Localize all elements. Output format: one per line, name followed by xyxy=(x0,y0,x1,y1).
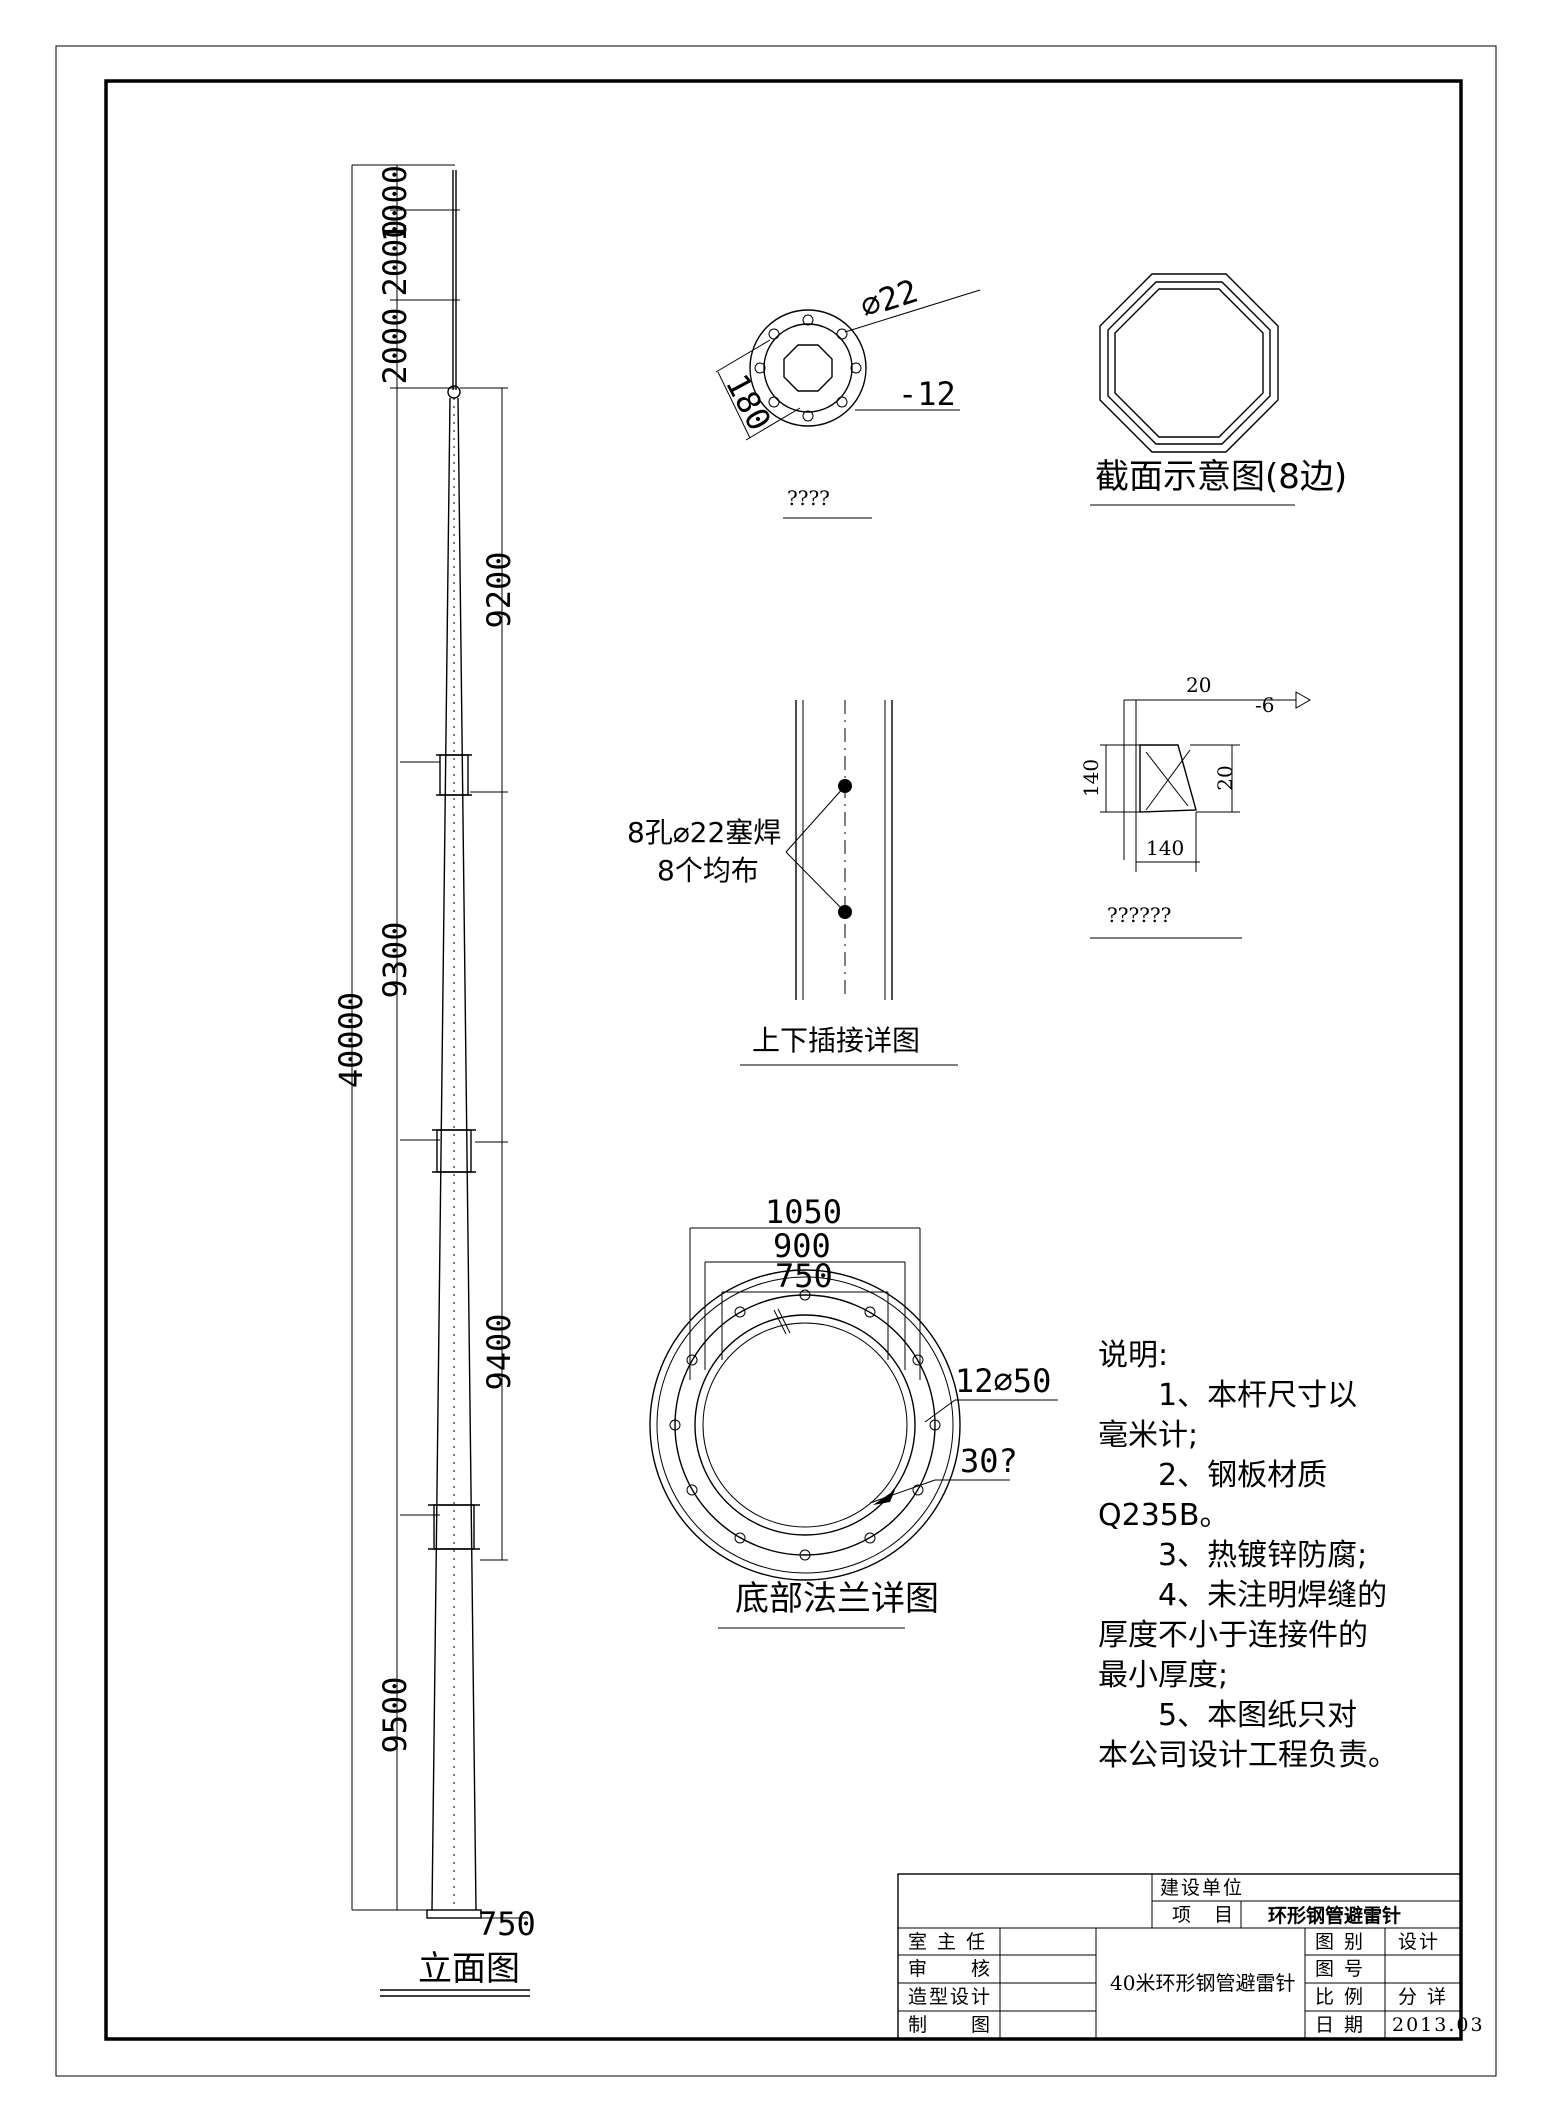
dim-9300: 9300 xyxy=(376,921,414,998)
drawing-name: 40米环形钢管避雷针 xyxy=(1110,1971,1295,1995)
bolt-holes-label: 12⌀50 xyxy=(955,1362,1051,1400)
note-line-4: Q235B。 xyxy=(1098,1498,1229,1533)
plate-label-12: -12 xyxy=(898,375,956,413)
dim-9400: 9400 xyxy=(480,1313,518,1390)
dim-750: 750 xyxy=(775,1257,833,1295)
elevation-view: 1000 2000 2000 40000 9300 9500 9200 9400… xyxy=(332,164,536,1997)
stiffener-plate: -6 xyxy=(1255,693,1274,717)
stiffener-detail: 20 -6 20 140 140 ?????? xyxy=(1079,673,1312,939)
splice-note-line2: 8个均布 xyxy=(657,854,759,887)
role-review: 审 核 xyxy=(908,1958,992,1980)
elevation-title: 立面图 xyxy=(418,1949,520,1989)
note-line-3: 2、钢板材质 xyxy=(1158,1458,1327,1493)
notes-block: 说明: 1、本杆尺寸以 毫米计; 2、钢板材质 Q235B。 3、热镀锌防腐; … xyxy=(1098,1338,1398,1773)
value-scale: 分 详 xyxy=(1398,1986,1448,2008)
note-line-10: 本公司设计工程负责。 xyxy=(1098,1738,1398,1773)
owner-label: 建设单位 xyxy=(1160,1877,1244,1899)
base-plate xyxy=(426,1909,482,1919)
project-value: 环形钢管避雷针 xyxy=(1268,1904,1401,1927)
project-label: 项 目 xyxy=(1172,1904,1235,1926)
stiffener-dim-right: 20 xyxy=(1213,765,1237,790)
splice-note-line1: 8孔⌀22塞焊 xyxy=(627,816,781,849)
top-flange-view: ⌀22 -12 180 ???? xyxy=(715,272,981,519)
splice-detail: 8孔⌀22塞焊 8个均布 上下插接详图 xyxy=(627,700,958,1066)
note-line-2: 毫米计; xyxy=(1098,1418,1198,1453)
note-line-8: 最小厚度; xyxy=(1098,1658,1228,1693)
section-caption: 截面示意图(8边) xyxy=(1095,457,1347,497)
label-scale: 比 例 xyxy=(1315,1986,1365,2008)
dim-750-base: 750 xyxy=(478,1905,536,1943)
dim-9500: 9500 xyxy=(376,1676,414,1753)
base-flange-caption: 底部法兰详图 xyxy=(735,1579,939,1619)
role-design: 造型设计 xyxy=(908,1986,992,2008)
dim-900: 900 xyxy=(773,1227,831,1265)
splice-caption: 上下插接详图 xyxy=(752,1024,920,1057)
stiffener-dim-bottom: 140 xyxy=(1146,836,1184,860)
hole-label-22: ⌀22 xyxy=(856,272,923,326)
base-flange-view: 1050 900 750 12⌀50 30? 底部法兰详图 xyxy=(649,1193,1058,1629)
top-flange-caption: ???? xyxy=(787,486,830,510)
value-category: 设计 xyxy=(1398,1931,1440,1953)
note-line-7: 厚度不小于连接件的 xyxy=(1098,1618,1368,1653)
note-line-1: 1、本杆尺寸以 xyxy=(1158,1378,1357,1413)
stiffener-dim-top: 20 xyxy=(1186,673,1211,697)
stiffener-caption: ?????? xyxy=(1107,903,1171,927)
dim-40000: 40000 xyxy=(332,992,370,1088)
dim-1000: 1000 xyxy=(376,165,414,242)
notes-title: 说明: xyxy=(1098,1338,1168,1373)
note-line-6: 4、未注明焊缝的 xyxy=(1158,1578,1387,1613)
dim-2000-lower: 2000 xyxy=(376,307,414,384)
role-draft: 制 图 xyxy=(908,2014,992,2036)
dim-1050: 1050 xyxy=(765,1193,842,1231)
outer-border xyxy=(55,45,1497,2077)
value-date: 2013.03 xyxy=(1392,2014,1485,2036)
dim-2000-upper: 2000 xyxy=(376,219,414,296)
role-director: 室 主 任 xyxy=(908,1931,987,1953)
angle-label: 30? xyxy=(960,1442,1018,1480)
dim-9200: 9200 xyxy=(480,551,518,628)
label-category: 图 别 xyxy=(1315,1931,1365,1953)
stiffener-dim-left: 140 xyxy=(1079,759,1103,797)
section-view: 截面示意图(8边) xyxy=(1090,273,1347,506)
inner-frame xyxy=(104,79,1463,2041)
label-date: 日 期 xyxy=(1315,2014,1365,2036)
note-line-9: 5、本图纸只对 xyxy=(1158,1698,1357,1733)
title-block: 建设单位 项 目 环形钢管避雷针 40米环形钢管避雷针 室 主 任 审 核 造型… xyxy=(897,1873,1485,2040)
note-line-5: 3、热镀锌防腐; xyxy=(1158,1538,1367,1573)
label-number: 图 号 xyxy=(1315,1958,1365,1980)
